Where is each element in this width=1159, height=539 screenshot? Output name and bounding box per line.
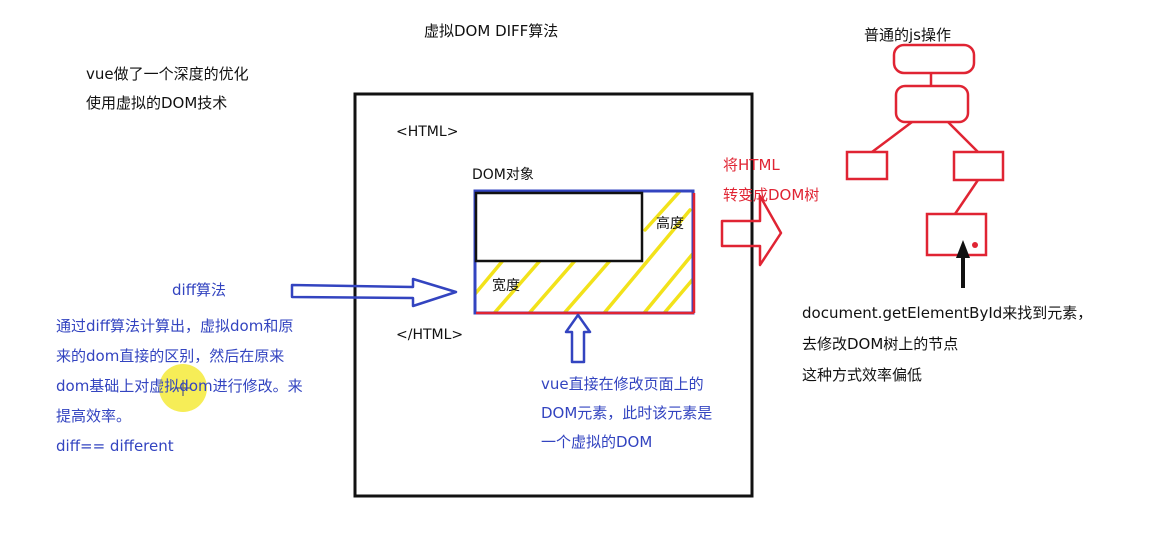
diff-line: 提高效率。 [56, 407, 132, 425]
height-label: 高度 [656, 216, 684, 232]
dom-object-label: DOM对象 [472, 167, 534, 183]
convert-line: 将HTML [723, 156, 780, 174]
convert-label: 将HTML 转变成DOM树 [723, 150, 819, 210]
tree-edge [947, 121, 979, 153]
intro-text: vue做了一个深度的优化 使用虚拟的DOM技术 [86, 60, 249, 118]
width-label: 宽度 [492, 278, 520, 294]
tree-node-root [892, 43, 976, 75]
js-explanation: document.getElementById来找到元素， 去修改DOM树上的节… [802, 298, 1092, 391]
diff-arrow [290, 277, 458, 308]
js-line: 这种方式效率偏低 [802, 366, 923, 384]
vue-note-line: vue直接在修改页面上的 [541, 375, 704, 393]
diff-line: 来的dom直接的区别，然后在原来 [56, 347, 285, 365]
diff-line: 通过diff算法计算出，虚拟dom和原 [56, 317, 294, 335]
tree-node-right [952, 150, 1005, 182]
diff-line: diff== different [56, 437, 174, 455]
tree-node-target [925, 212, 988, 257]
diff-line: dom基础上对虚拟dom进行修改。来 [56, 377, 303, 395]
dom-red-edge [476, 193, 696, 315]
dom-inner-box [474, 191, 644, 263]
intro-line: vue做了一个深度的优化 [86, 65, 249, 83]
tree-node-left [845, 150, 889, 181]
js-title: 普通的js操作 [864, 26, 951, 44]
getelement-arrow [956, 240, 970, 288]
html-open-tag: <HTML> [396, 124, 459, 140]
tree-edge [953, 179, 980, 215]
tree-edge [871, 121, 913, 153]
html-container-box [353, 92, 754, 498]
html-close-tag: </HTML> [396, 327, 464, 343]
dom-tree [845, 43, 1005, 257]
convert-line: 转变成DOM树 [723, 186, 820, 204]
js-line: 去修改DOM树上的节点 [802, 335, 959, 353]
js-line: document.getElementById来找到元素， [802, 304, 1093, 322]
vue-note: vue直接在修改页面上的 DOM元素，此时该元素是 一个虚拟的DOM [541, 370, 712, 457]
diff-label: diff算法 [172, 281, 227, 299]
vue-note-line: DOM元素，此时该元素是 [541, 404, 713, 422]
diff-explanation: 通过diff算法计算出，虚拟dom和原 来的dom直接的区别，然后在原来 dom… [56, 311, 303, 461]
vue-up-arrow [564, 313, 592, 364]
cursor-icon [176, 380, 190, 396]
tree-target-dot [972, 242, 978, 248]
vue-note-line: 一个虚拟的DOM [541, 433, 653, 451]
tree-node-mid [894, 84, 970, 124]
diagram-title: 虚拟DOM DIFF算法 [424, 22, 559, 40]
convert-arrow [720, 194, 783, 267]
intro-line: 使用虚拟的DOM技术 [86, 94, 228, 112]
